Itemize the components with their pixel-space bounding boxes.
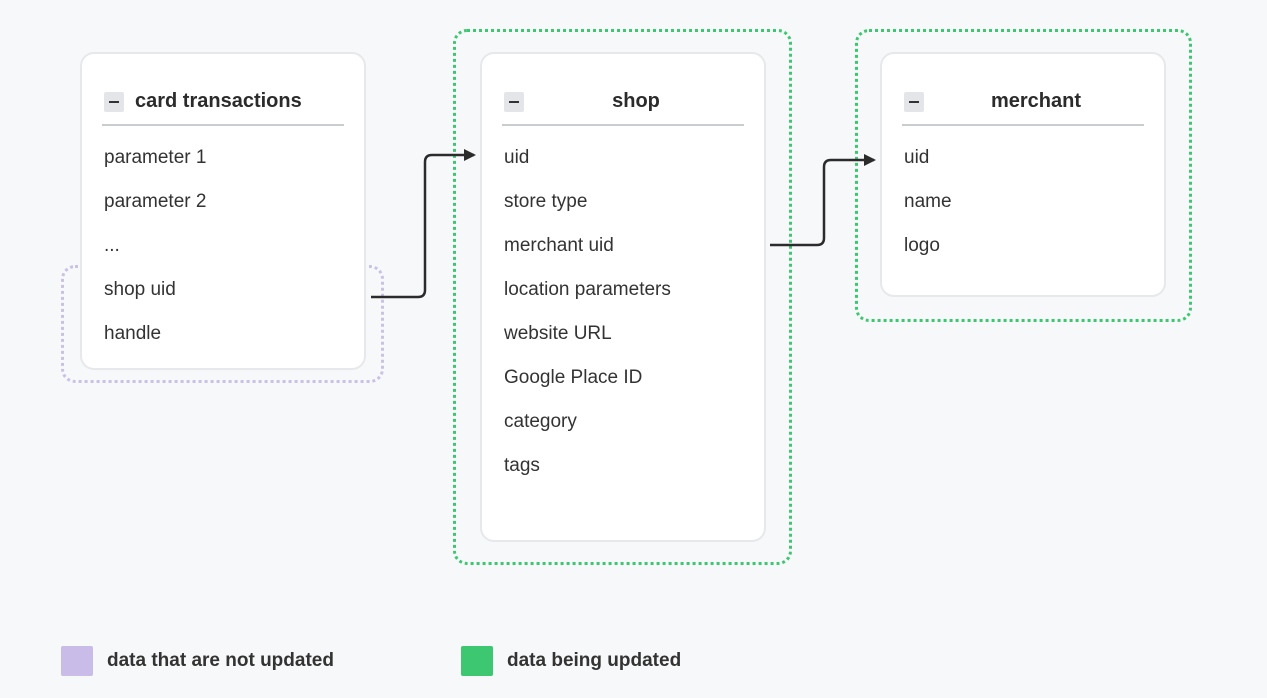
field-parameter-1: parameter 1 — [104, 147, 207, 168]
collapse-icon[interactable] — [904, 92, 924, 112]
card-transactions-table: card transactions parameter 1 parameter … — [80, 52, 366, 370]
field-ellipsis: ... — [104, 235, 120, 256]
field-location-parameters: location parameters — [504, 279, 671, 300]
legend-not-updated: data that are not updated — [61, 646, 334, 676]
merchant-title: merchant — [990, 90, 1082, 112]
merchant-uid-to-merchant-arrow — [770, 154, 876, 247]
field-name: name — [904, 191, 952, 212]
shop-uid-to-shop-arrow — [371, 149, 476, 299]
merchant-header: merchant — [902, 86, 1144, 126]
card-transactions-fields: parameter 1 parameter 2 ... shop uid han… — [104, 144, 354, 364]
field-website-url: website URL — [504, 323, 612, 344]
field-store-type: store type — [504, 191, 588, 212]
legend-updated-label: data being updated — [507, 650, 682, 671]
shop-header: shop — [502, 86, 744, 126]
field-uid: uid — [504, 147, 530, 168]
collapse-icon[interactable] — [104, 92, 124, 112]
merchant-fields: uid name logo — [904, 144, 1154, 276]
merchant-updated-highlight — [855, 29, 1192, 322]
field-handle: handle — [104, 323, 162, 344]
field-category: category — [504, 411, 577, 432]
field-merchant-uid: merchant uid — [504, 235, 614, 256]
field-parameter-2: parameter 2 — [104, 191, 207, 212]
collapse-icon[interactable] — [504, 92, 524, 112]
legend-swatch-green — [461, 646, 493, 676]
card-transactions-header: card transactions — [102, 86, 344, 126]
legend-not-updated-label: data that are not updated — [107, 650, 334, 671]
field-tags: tags — [504, 455, 540, 476]
legend-updated: data being updated — [461, 646, 681, 676]
shop-title: shop — [612, 90, 660, 112]
card-transactions-title: card transactions — [135, 90, 302, 112]
field-shop-uid: shop uid — [104, 279, 176, 300]
field-google-place-id: Google Place ID — [504, 367, 643, 388]
shop-updated-highlight — [453, 29, 792, 565]
field-uid: uid — [904, 147, 930, 168]
merchant-table: merchant uid name logo — [880, 52, 1166, 297]
field-logo: logo — [904, 235, 940, 256]
shop-table: shop uid store type merchant uid locatio… — [480, 52, 766, 542]
shop-fields: uid store type merchant uid location par… — [504, 144, 754, 496]
legend-swatch-purple — [61, 646, 93, 676]
